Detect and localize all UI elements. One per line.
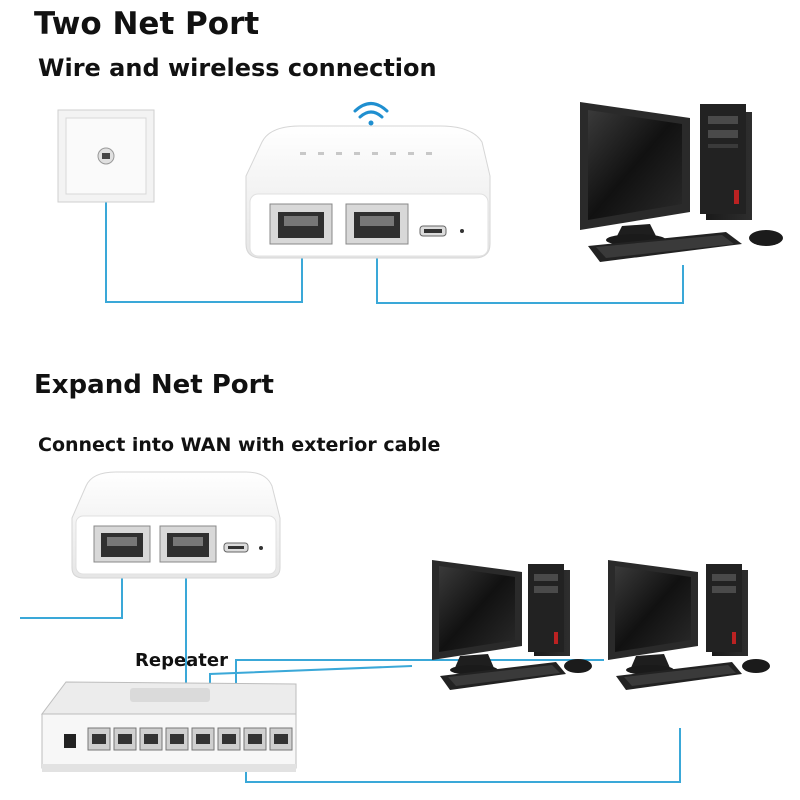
subtitle-connect-wan: Connect into WAN with exterior cable [38,434,441,456]
router-icon [71,471,281,579]
wifi-icon [353,102,389,126]
repeater-label: Repeater [135,650,228,671]
title-expand-net-port: Expand Net Port [34,370,274,400]
desktop-computer-icon [580,102,783,262]
cable-top [105,170,684,304]
title-two-net-port: Two Net Port [34,6,260,42]
wall-socket-icon [57,109,155,203]
subtitle-wire-wireless: Wire and wireless connection [38,54,437,82]
router-icon [245,125,491,259]
network-switch-icon [41,681,297,772]
desktop-computer-icon [608,560,770,690]
desktop-computer-icon [432,560,592,690]
